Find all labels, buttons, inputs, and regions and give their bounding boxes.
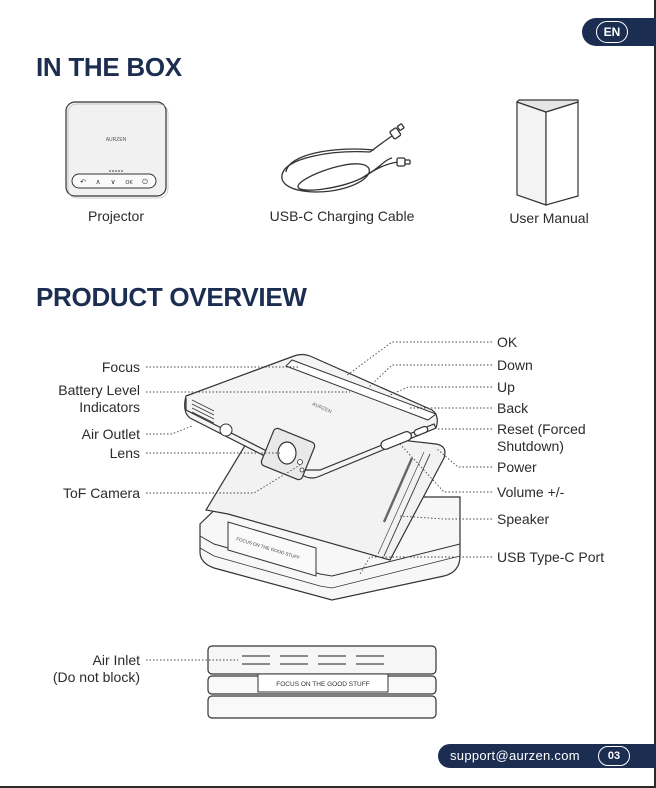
support-email[interactable]: support@aurzen.com (450, 744, 580, 768)
support-footer: support@aurzen.com 03 (438, 744, 656, 768)
side-view-slogan-text: FOCUS ON THE GOOD STUFF (276, 681, 369, 688)
callout-air-inlet: Air Inlet (Do not block) (20, 652, 140, 686)
page-number: 03 (598, 746, 630, 766)
